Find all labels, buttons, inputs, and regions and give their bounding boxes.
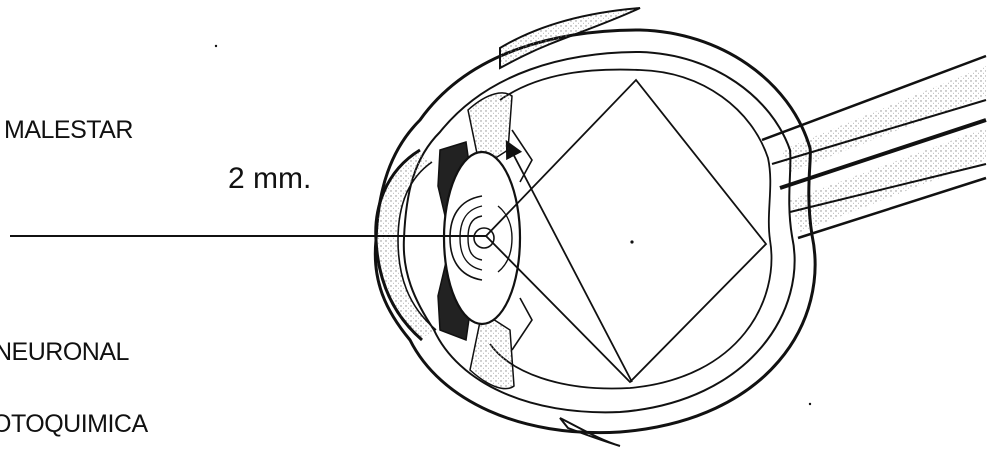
optic-nerve bbox=[762, 56, 986, 238]
stray-dot bbox=[215, 45, 217, 47]
lens bbox=[444, 152, 520, 324]
retina bbox=[490, 70, 771, 389]
sclera-outer bbox=[375, 30, 815, 433]
beam-path bbox=[486, 80, 766, 382]
stray-dot bbox=[630, 240, 633, 243]
stray-dot bbox=[809, 403, 811, 405]
